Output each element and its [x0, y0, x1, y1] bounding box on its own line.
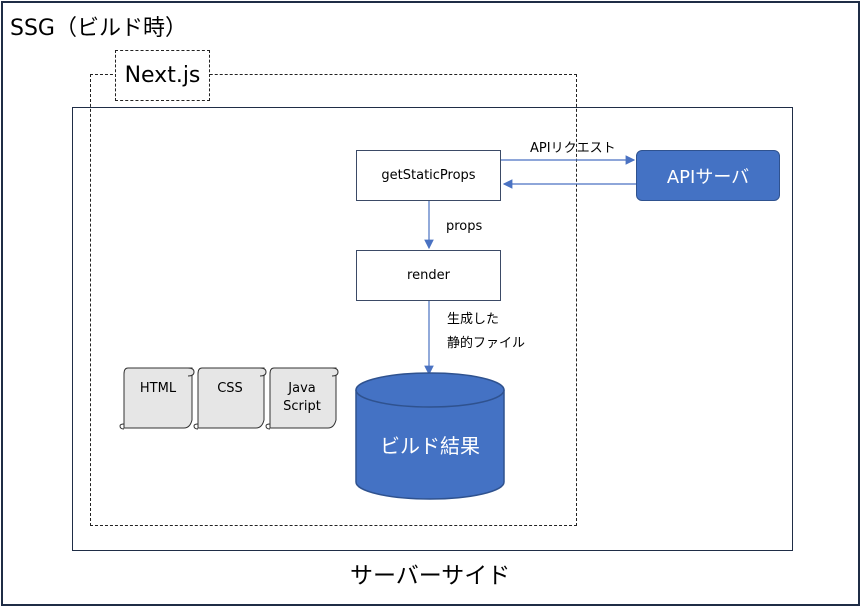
css-file-label-line1: CSS [217, 381, 243, 396]
build-result-cylinder [355, 372, 505, 500]
javascript-file-label-line2: Script [283, 399, 321, 414]
props-label: props [446, 219, 483, 234]
javascript-file-icon [265, 367, 339, 430]
javascript-file-label-line1: Java [288, 381, 316, 396]
api-server-node: APIサーバ [636, 150, 780, 201]
html-file-label-line1: HTML [139, 381, 177, 396]
build-result-label: ビルド結果 [380, 434, 480, 458]
api-request-label: APIリクエスト [530, 141, 616, 156]
html-file-label: HTML [128, 380, 188, 398]
html-file-icon [119, 367, 195, 430]
nextjs-label: Next.js [115, 50, 210, 101]
generated-files-label-line1: 生成した [447, 312, 500, 327]
get-static-props-label: getStaticProps [381, 168, 476, 183]
server-side-box [72, 107, 793, 551]
css-file-icon [193, 367, 267, 430]
nextjs-boundary [90, 74, 577, 526]
css-file-label: CSS [200, 380, 260, 398]
javascript-file-label: Java Script [272, 380, 332, 416]
render-label: render [407, 268, 450, 283]
api-server-label: APIサーバ [666, 166, 750, 188]
generated-files-label: 生成した 静的ファイル [447, 308, 525, 356]
get-static-props-node: getStaticProps [356, 150, 501, 201]
generated-files-label-line2: 静的ファイル [447, 336, 526, 351]
server-side-label: サーバーサイド [350, 563, 511, 589]
render-node: render [356, 250, 501, 301]
diagram-title: SSG（ビルド時） [10, 16, 187, 41]
